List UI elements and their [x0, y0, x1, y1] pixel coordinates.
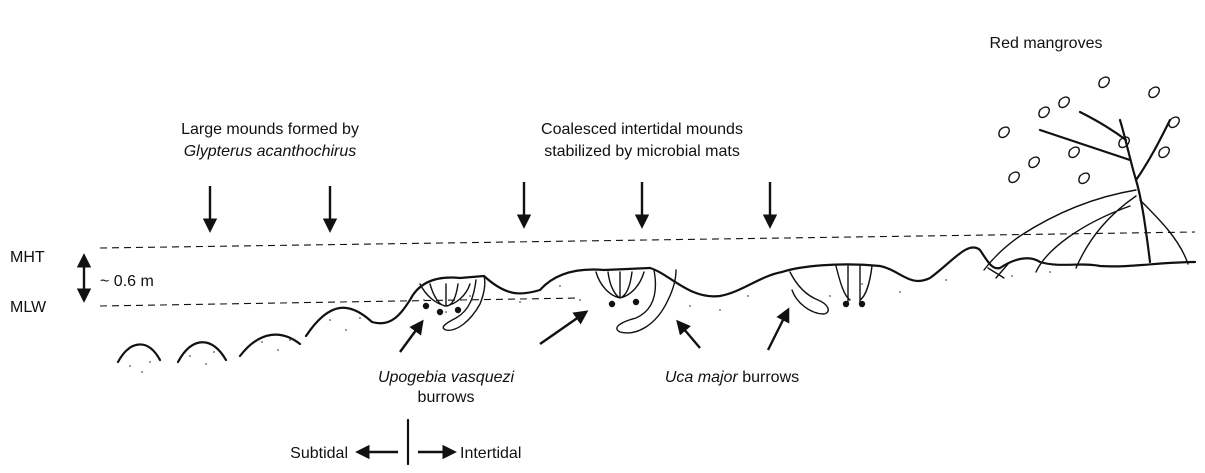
coalesced-mounds-label-line2: stabilized by microbial mats	[544, 143, 740, 160]
mlw-line	[100, 298, 580, 306]
uca-label: Uca major burrows	[665, 369, 799, 386]
upogebia-label-line1: Upogebia vasquezi	[378, 369, 515, 386]
pointer-arrow-uca-1	[678, 322, 700, 348]
subtidal-label: Subtidal	[290, 445, 348, 462]
upogebia-burrow	[443, 276, 485, 330]
large-mounds-label-line2: Glypterus acanthochirus	[184, 143, 357, 160]
glypterus-burrow-1	[420, 284, 470, 315]
pointer-arrow-upogebia-2	[540, 312, 586, 344]
intertidal-label: Intertidal	[460, 445, 521, 462]
sand-stipple	[129, 271, 1051, 373]
sediment-profile	[118, 247, 1195, 362]
upogebia-label-line2: burrows	[418, 389, 475, 406]
glypterus-burrow-3	[836, 266, 872, 307]
mht-line	[100, 232, 1195, 248]
mlw-label: MLW	[10, 299, 47, 316]
red-mangroves-label: Red mangroves	[990, 35, 1103, 52]
pointer-arrow-upogebia-1	[400, 322, 422, 352]
uca-burrow-2	[790, 272, 828, 314]
red-mangrove-tree	[984, 77, 1188, 278]
tidal-range-label: ~ 0.6 m	[100, 273, 154, 290]
uca-burrow-1	[617, 270, 676, 333]
large-mounds-label-line1: Large mounds formed by	[181, 121, 359, 138]
coalesced-mounds-label-line1: Coalesced intertidal mounds	[541, 121, 743, 138]
glypterus-burrow-2	[596, 272, 644, 307]
mht-label: MHT	[10, 249, 45, 266]
pointer-arrow-uca-2	[768, 310, 788, 350]
